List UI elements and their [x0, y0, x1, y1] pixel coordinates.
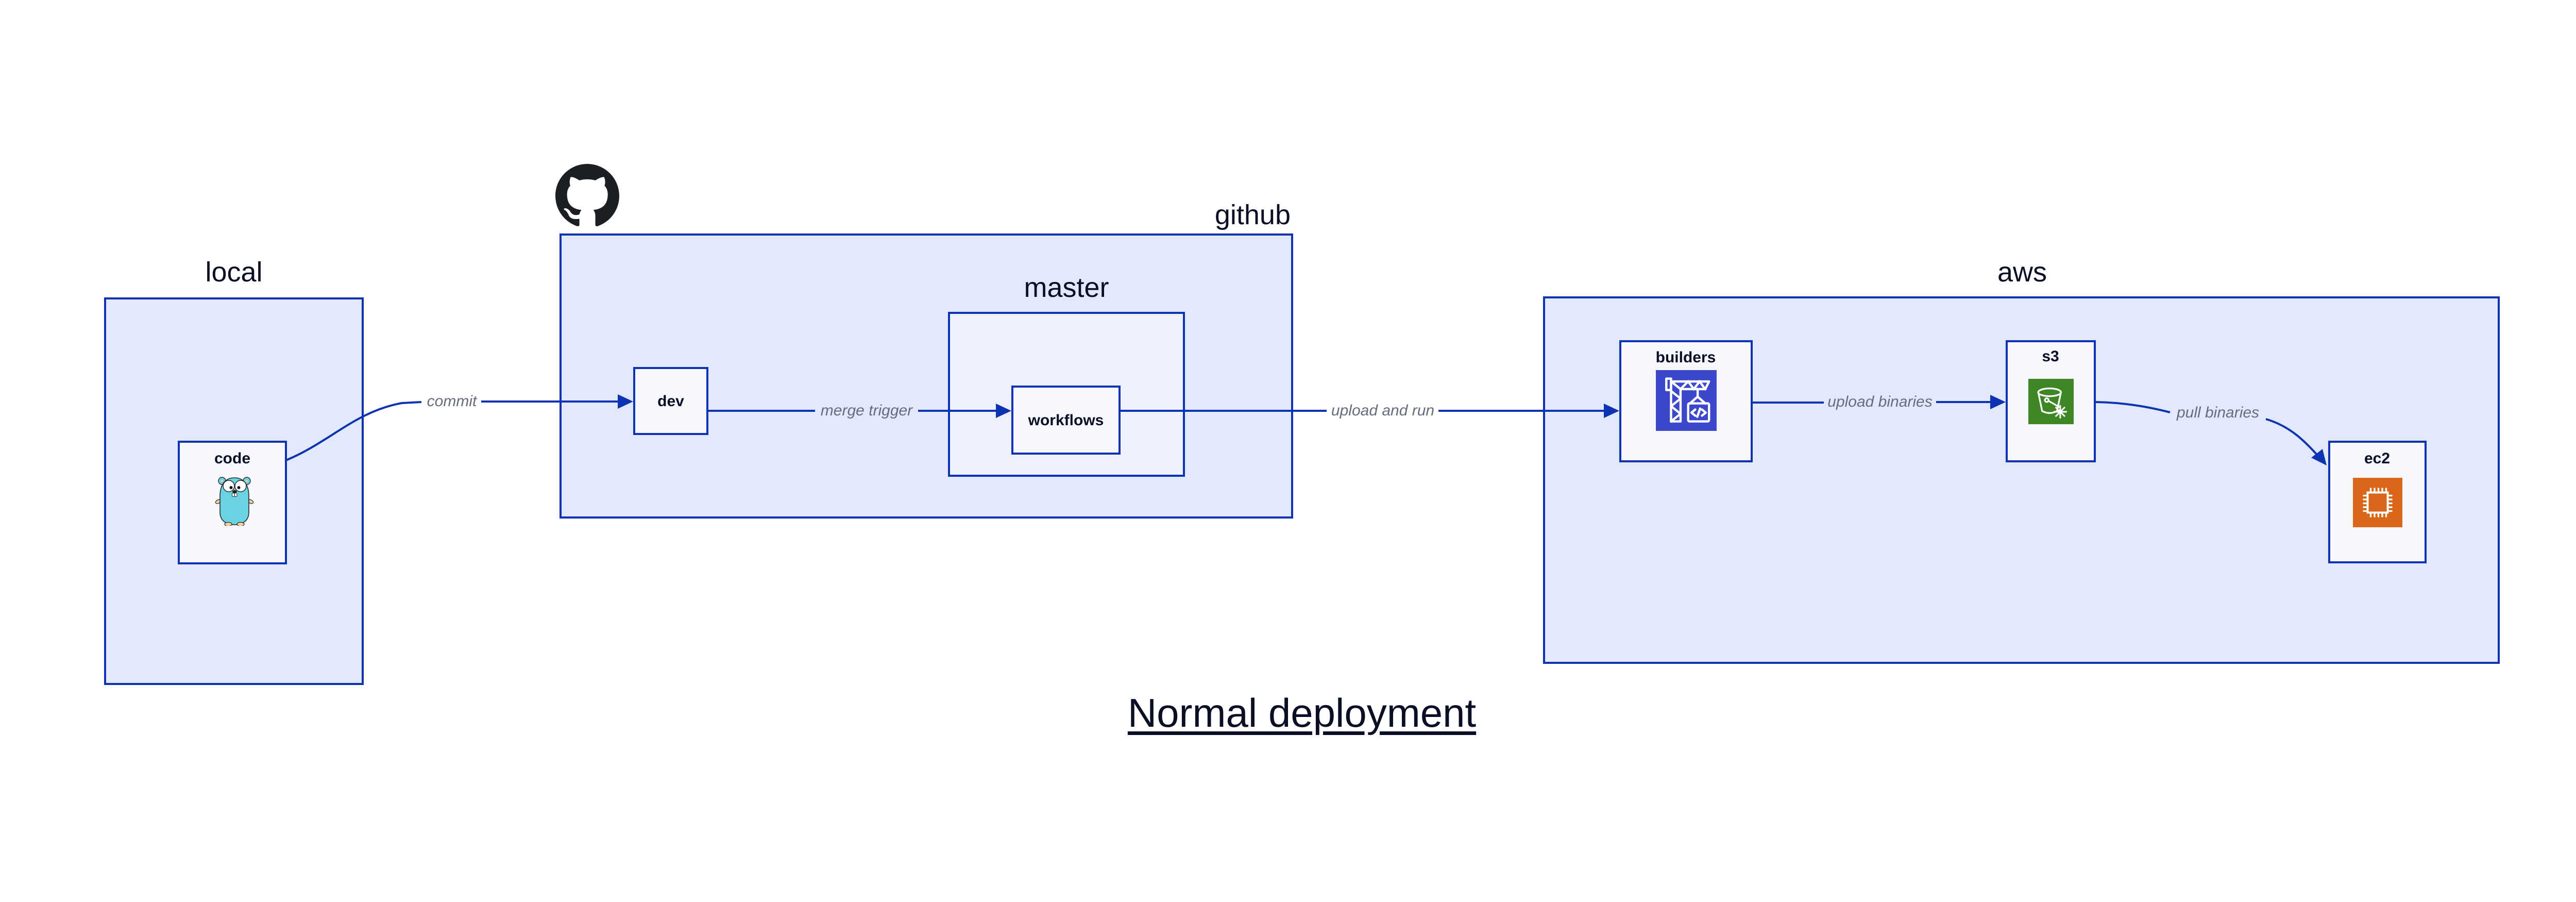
- node-code-label: code: [214, 450, 251, 467]
- diagram-title: Normal deployment: [1127, 690, 1477, 736]
- node-dev: [633, 367, 708, 435]
- edge-pull-binaries-label: pull binaries: [2176, 404, 2260, 421]
- node-builders-label: builders: [1655, 349, 1716, 366]
- node-workflows-label: workflows: [1028, 412, 1104, 429]
- container-github-label: github: [1214, 199, 1291, 230]
- github-octocat-icon: [555, 164, 619, 228]
- edge-merge-trigger-label: merge trigger: [820, 402, 913, 419]
- aws-ec2-chip-icon: [2353, 478, 2402, 527]
- go-gopher-icon: [215, 474, 254, 527]
- node-ec2-label: ec2: [2364, 450, 2391, 467]
- container-master-label: master: [1024, 272, 1109, 303]
- edge-upload-binaries-label: upload binaries: [1827, 393, 1933, 410]
- edge-commit-label: commit: [427, 393, 477, 410]
- node-s3-label: s3: [2042, 348, 2059, 365]
- aws-codebuild-crane-icon: [1656, 370, 1717, 431]
- aws-s3-glacier-bucket-icon: [2028, 379, 2074, 424]
- container-aws-label: aws: [1997, 257, 2047, 288]
- container-local-label: local: [205, 257, 263, 288]
- edge-upload-and-run-label: upload and run: [1331, 402, 1435, 419]
- node-dev-label: dev: [657, 393, 684, 410]
- node-workflows: [1011, 386, 1121, 455]
